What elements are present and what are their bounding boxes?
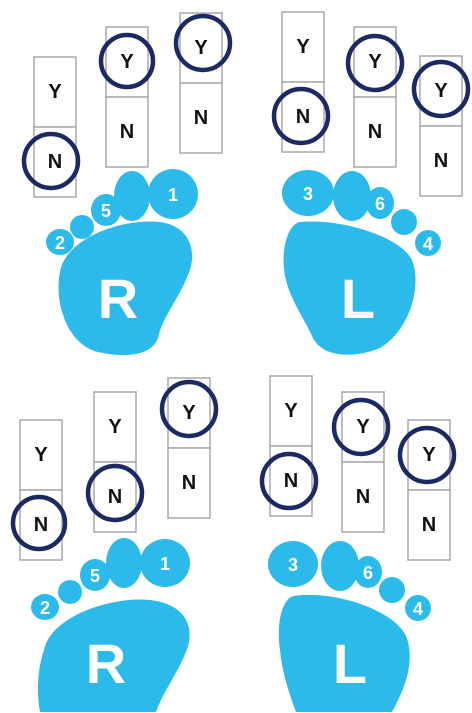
answer-box-2[interactable]: Y N [101, 27, 153, 167]
no-label: N [182, 472, 196, 494]
toe-number: 6 [375, 194, 385, 214]
answer-box-2[interactable]: Y N [88, 392, 142, 532]
no-label: N [120, 121, 134, 143]
no-label: N [284, 470, 298, 492]
no-label: N [34, 514, 48, 536]
yes-label: Y [108, 416, 122, 438]
answer-box-4[interactable]: Y N [274, 12, 328, 152]
answer-box-1[interactable]: Y N [13, 420, 65, 560]
toe-number: 6 [363, 563, 373, 583]
no-label: N [108, 486, 122, 508]
yes-label: Y [422, 444, 436, 466]
answer-box-6[interactable]: Y N [400, 420, 454, 560]
yes-label: Y [34, 444, 48, 466]
toe-number: 3 [288, 555, 298, 575]
foot-letter: L [341, 267, 375, 330]
yes-label: Y [120, 51, 134, 73]
toe-number: 2 [55, 233, 65, 253]
no-label: N [422, 514, 436, 536]
left-foot-1: 3 6 4 L [282, 170, 441, 355]
right-toe-5-icon [114, 171, 150, 221]
yes-label: Y [356, 416, 370, 438]
left-toe-4-icon [379, 577, 405, 603]
answer-box-1[interactable]: Y N [24, 57, 78, 197]
no-label: N [296, 106, 310, 128]
no-label: N [434, 150, 448, 172]
answer-box-4[interactable]: Y N [262, 376, 316, 516]
answer-box-6[interactable]: Y N [414, 56, 468, 196]
toe-number: 4 [413, 599, 423, 619]
yes-label: Y [194, 37, 208, 59]
foot-letter: L [333, 632, 367, 695]
foot-letter: R [98, 267, 138, 330]
left-foot-2: 3 6 4 L [268, 541, 431, 712]
toe-number: 4 [423, 234, 433, 254]
yes-label: Y [48, 81, 62, 103]
toe-number: 5 [101, 201, 111, 221]
toe-number: 5 [90, 566, 100, 586]
no-label: N [368, 121, 382, 143]
panel-1: 2 5 1 R 3 6 4 L Y N Y [24, 12, 468, 355]
yes-label: Y [182, 402, 196, 424]
answer-box-3[interactable]: Y N [162, 378, 216, 518]
right-toe-3-icon [58, 580, 82, 604]
left-toe-4-icon [391, 209, 417, 235]
yes-label: Y [296, 36, 310, 58]
left-toe-2-icon [321, 541, 359, 591]
right-toe-5-icon [106, 538, 142, 588]
no-label: N [194, 107, 208, 129]
yes-label: Y [368, 51, 382, 73]
yes-label: Y [434, 80, 448, 102]
no-label: N [48, 151, 62, 173]
yes-label: Y [284, 400, 298, 422]
answer-box-3[interactable]: Y N [176, 13, 230, 153]
left-toe-2-icon [333, 171, 371, 221]
no-label: N [356, 486, 370, 508]
panel-2: 2 5 1 R 3 6 4 L Y N Y [13, 376, 454, 712]
answer-box-5[interactable]: Y N [348, 27, 402, 167]
right-toe-3-icon [70, 215, 94, 239]
toe-number: 2 [40, 598, 50, 618]
toe-number: 3 [303, 184, 313, 204]
toe-number: 1 [160, 554, 170, 574]
answer-box-5[interactable]: Y N [334, 392, 388, 532]
toe-number: 1 [168, 185, 178, 205]
foot-letter: R [86, 632, 126, 695]
right-foot-2: 2 5 1 R [31, 538, 190, 712]
